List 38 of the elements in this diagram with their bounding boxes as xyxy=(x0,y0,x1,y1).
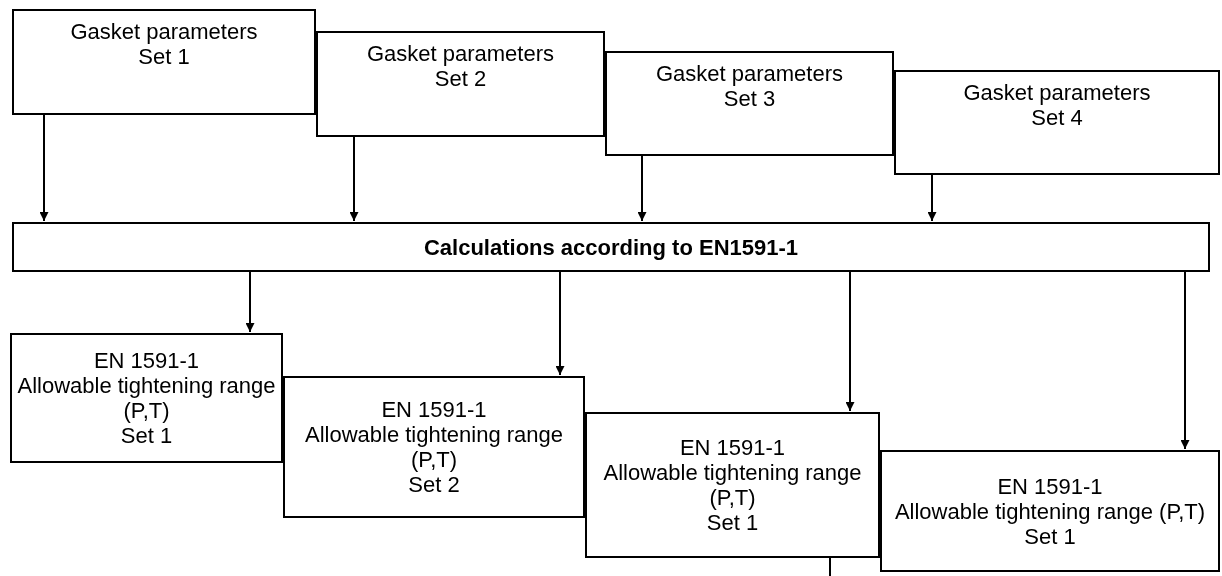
box-label: Set 2 xyxy=(434,66,487,91)
arrow xyxy=(39,114,49,222)
box-label: Set 1 xyxy=(138,44,190,69)
process-box xyxy=(10,333,283,463)
box-label: Allowable tightening range (P,T) xyxy=(16,373,277,423)
arrow xyxy=(637,155,647,222)
box-label: Set 4 xyxy=(1031,105,1083,130)
arrow xyxy=(845,271,855,412)
box-label: Gasket parameters xyxy=(655,61,844,86)
box-label: Allowable tightening range (P,T) xyxy=(602,460,863,510)
process-box xyxy=(894,70,1220,175)
arrow xyxy=(245,271,255,333)
box-label: Gasket parameters xyxy=(366,41,555,66)
arrow xyxy=(555,271,565,376)
box-label: Allowable tightening range (P,T) xyxy=(303,422,565,472)
box-label: Calculations according to EN1591-1 xyxy=(423,234,799,260)
box-label: Set 1 xyxy=(1024,523,1076,549)
arrow xyxy=(349,136,359,222)
box-label: Set 3 xyxy=(723,86,776,111)
process-box xyxy=(605,51,894,156)
box-label: Set 2 xyxy=(408,472,460,497)
process-box xyxy=(12,9,316,115)
box-label: Gasket parameters xyxy=(70,19,258,44)
box-label: Set 1 xyxy=(706,510,759,535)
box-label: EN 1591-1 xyxy=(381,397,487,422)
process-box xyxy=(12,222,1210,272)
box-label: Set 1 xyxy=(120,423,173,448)
box-label: Allowable tightening range (P,T) xyxy=(894,498,1206,524)
process-box xyxy=(283,376,585,518)
arrow xyxy=(1180,271,1190,450)
process-box xyxy=(880,450,1220,572)
box-label: EN 1591-1 xyxy=(997,473,1103,499)
process-box xyxy=(585,412,880,558)
box-label: Gasket parameters xyxy=(963,80,1151,105)
box-label: EN 1591-1 xyxy=(679,435,786,460)
arrow xyxy=(927,174,937,222)
process-box xyxy=(316,31,605,137)
box-label: EN 1591-1 xyxy=(93,348,200,373)
